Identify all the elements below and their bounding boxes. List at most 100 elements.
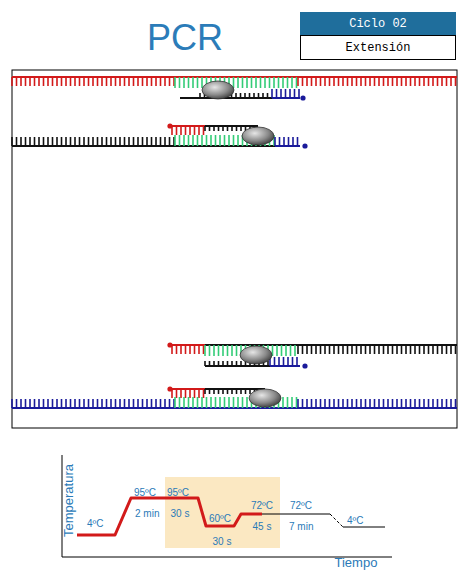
- base-tick: [11, 399, 13, 408]
- base-tick: [446, 345, 448, 354]
- base-tick: [240, 361, 242, 366]
- base-tick: [213, 361, 215, 366]
- base-tick: [432, 399, 434, 408]
- base-tick: [209, 389, 211, 394]
- polymerase: [202, 81, 234, 99]
- base-tick: [374, 345, 376, 354]
- base-tick: [455, 399, 457, 408]
- base-tick: [237, 135, 239, 146]
- base-tick: [119, 137, 121, 146]
- base-tick: [47, 137, 49, 146]
- base-tick: [258, 93, 260, 98]
- base-tick: [428, 345, 430, 354]
- base-tick: [179, 135, 181, 146]
- base-tick: [446, 399, 448, 408]
- base-tick: [290, 345, 292, 356]
- base-tick: [276, 89, 278, 98]
- base-tick: [47, 399, 49, 408]
- base-tick: [428, 399, 430, 408]
- base-tick: [56, 137, 58, 146]
- base-tick: [101, 77, 103, 86]
- base-tick: [228, 397, 230, 408]
- base-tick: [185, 345, 187, 354]
- base-tick: [176, 345, 178, 354]
- base-tick: [320, 77, 322, 86]
- base-tick: [164, 399, 166, 408]
- strand-end: [167, 386, 172, 391]
- base-tick: [222, 389, 224, 394]
- base-tick: [137, 137, 139, 146]
- base-tick: [155, 137, 157, 146]
- base-tick: [360, 399, 362, 408]
- strand-end: [302, 363, 307, 368]
- base-tick: [289, 89, 291, 98]
- base-tick: [324, 345, 326, 354]
- base-tick: [231, 361, 233, 366]
- base-tick: [315, 345, 317, 354]
- temperature-label: 72ºC: [251, 501, 273, 511]
- base-tick: [16, 77, 18, 86]
- base-tick: [233, 135, 235, 146]
- base-tick: [201, 77, 203, 88]
- strand-end: [167, 123, 172, 128]
- base-ticks: [298, 77, 456, 86]
- temperature-label: 60ºC: [209, 514, 231, 524]
- base-tick: [97, 137, 99, 146]
- base-tick: [124, 137, 126, 146]
- base-tick: [204, 126, 206, 131]
- base-tick: [297, 137, 299, 146]
- base-tick: [378, 345, 380, 354]
- strand-end: [300, 95, 305, 100]
- base-ticks: [12, 399, 174, 408]
- base-tick: [70, 77, 72, 86]
- base-tick: [242, 397, 244, 408]
- base-tick: [210, 397, 212, 408]
- base-tick: [455, 345, 457, 354]
- base-tick: [441, 77, 443, 86]
- base-tick: [29, 77, 31, 86]
- base-tick: [198, 345, 200, 354]
- base-tick: [43, 137, 45, 146]
- base-tick: [441, 345, 443, 354]
- base-tick: [231, 126, 233, 131]
- base-tick: [365, 77, 367, 86]
- base-tick: [188, 135, 190, 146]
- base-tick: [65, 77, 67, 86]
- base-tick: [306, 345, 308, 354]
- step-box: Extensión: [300, 35, 456, 60]
- base-tick: [450, 77, 452, 86]
- polymerase: [242, 127, 274, 145]
- base-tick: [294, 345, 296, 356]
- base-tick: [56, 77, 58, 86]
- base-tick: [278, 357, 280, 366]
- base-tick: [423, 399, 425, 408]
- base-tick: [65, 399, 67, 408]
- base-tick: [302, 399, 304, 408]
- base-tick: [253, 93, 255, 98]
- axis-title: Tiempo: [335, 556, 378, 569]
- base-tick: [169, 399, 171, 408]
- base-tick: [378, 399, 380, 408]
- base-tick: [302, 77, 304, 86]
- base-tick: [20, 77, 22, 86]
- base-tick: [311, 345, 313, 354]
- base-tick: [218, 389, 220, 394]
- base-tick: [142, 399, 144, 408]
- base-tick: [246, 77, 248, 88]
- base-tick: [119, 399, 121, 408]
- base-tick: [155, 399, 157, 408]
- base-tick: [34, 137, 36, 146]
- base-tick: [179, 77, 181, 88]
- base-tick: [276, 345, 278, 356]
- base-tick: [251, 77, 253, 88]
- base-tick: [209, 345, 211, 356]
- base-tick: [20, 137, 22, 146]
- base-tick: [455, 77, 457, 86]
- base-tick: [374, 399, 376, 408]
- base-tick: [74, 399, 76, 408]
- base-tick: [198, 126, 200, 135]
- base-tick: [419, 399, 421, 408]
- base-tick: [410, 345, 412, 354]
- base-tick: [124, 399, 126, 408]
- base-tick: [16, 399, 18, 408]
